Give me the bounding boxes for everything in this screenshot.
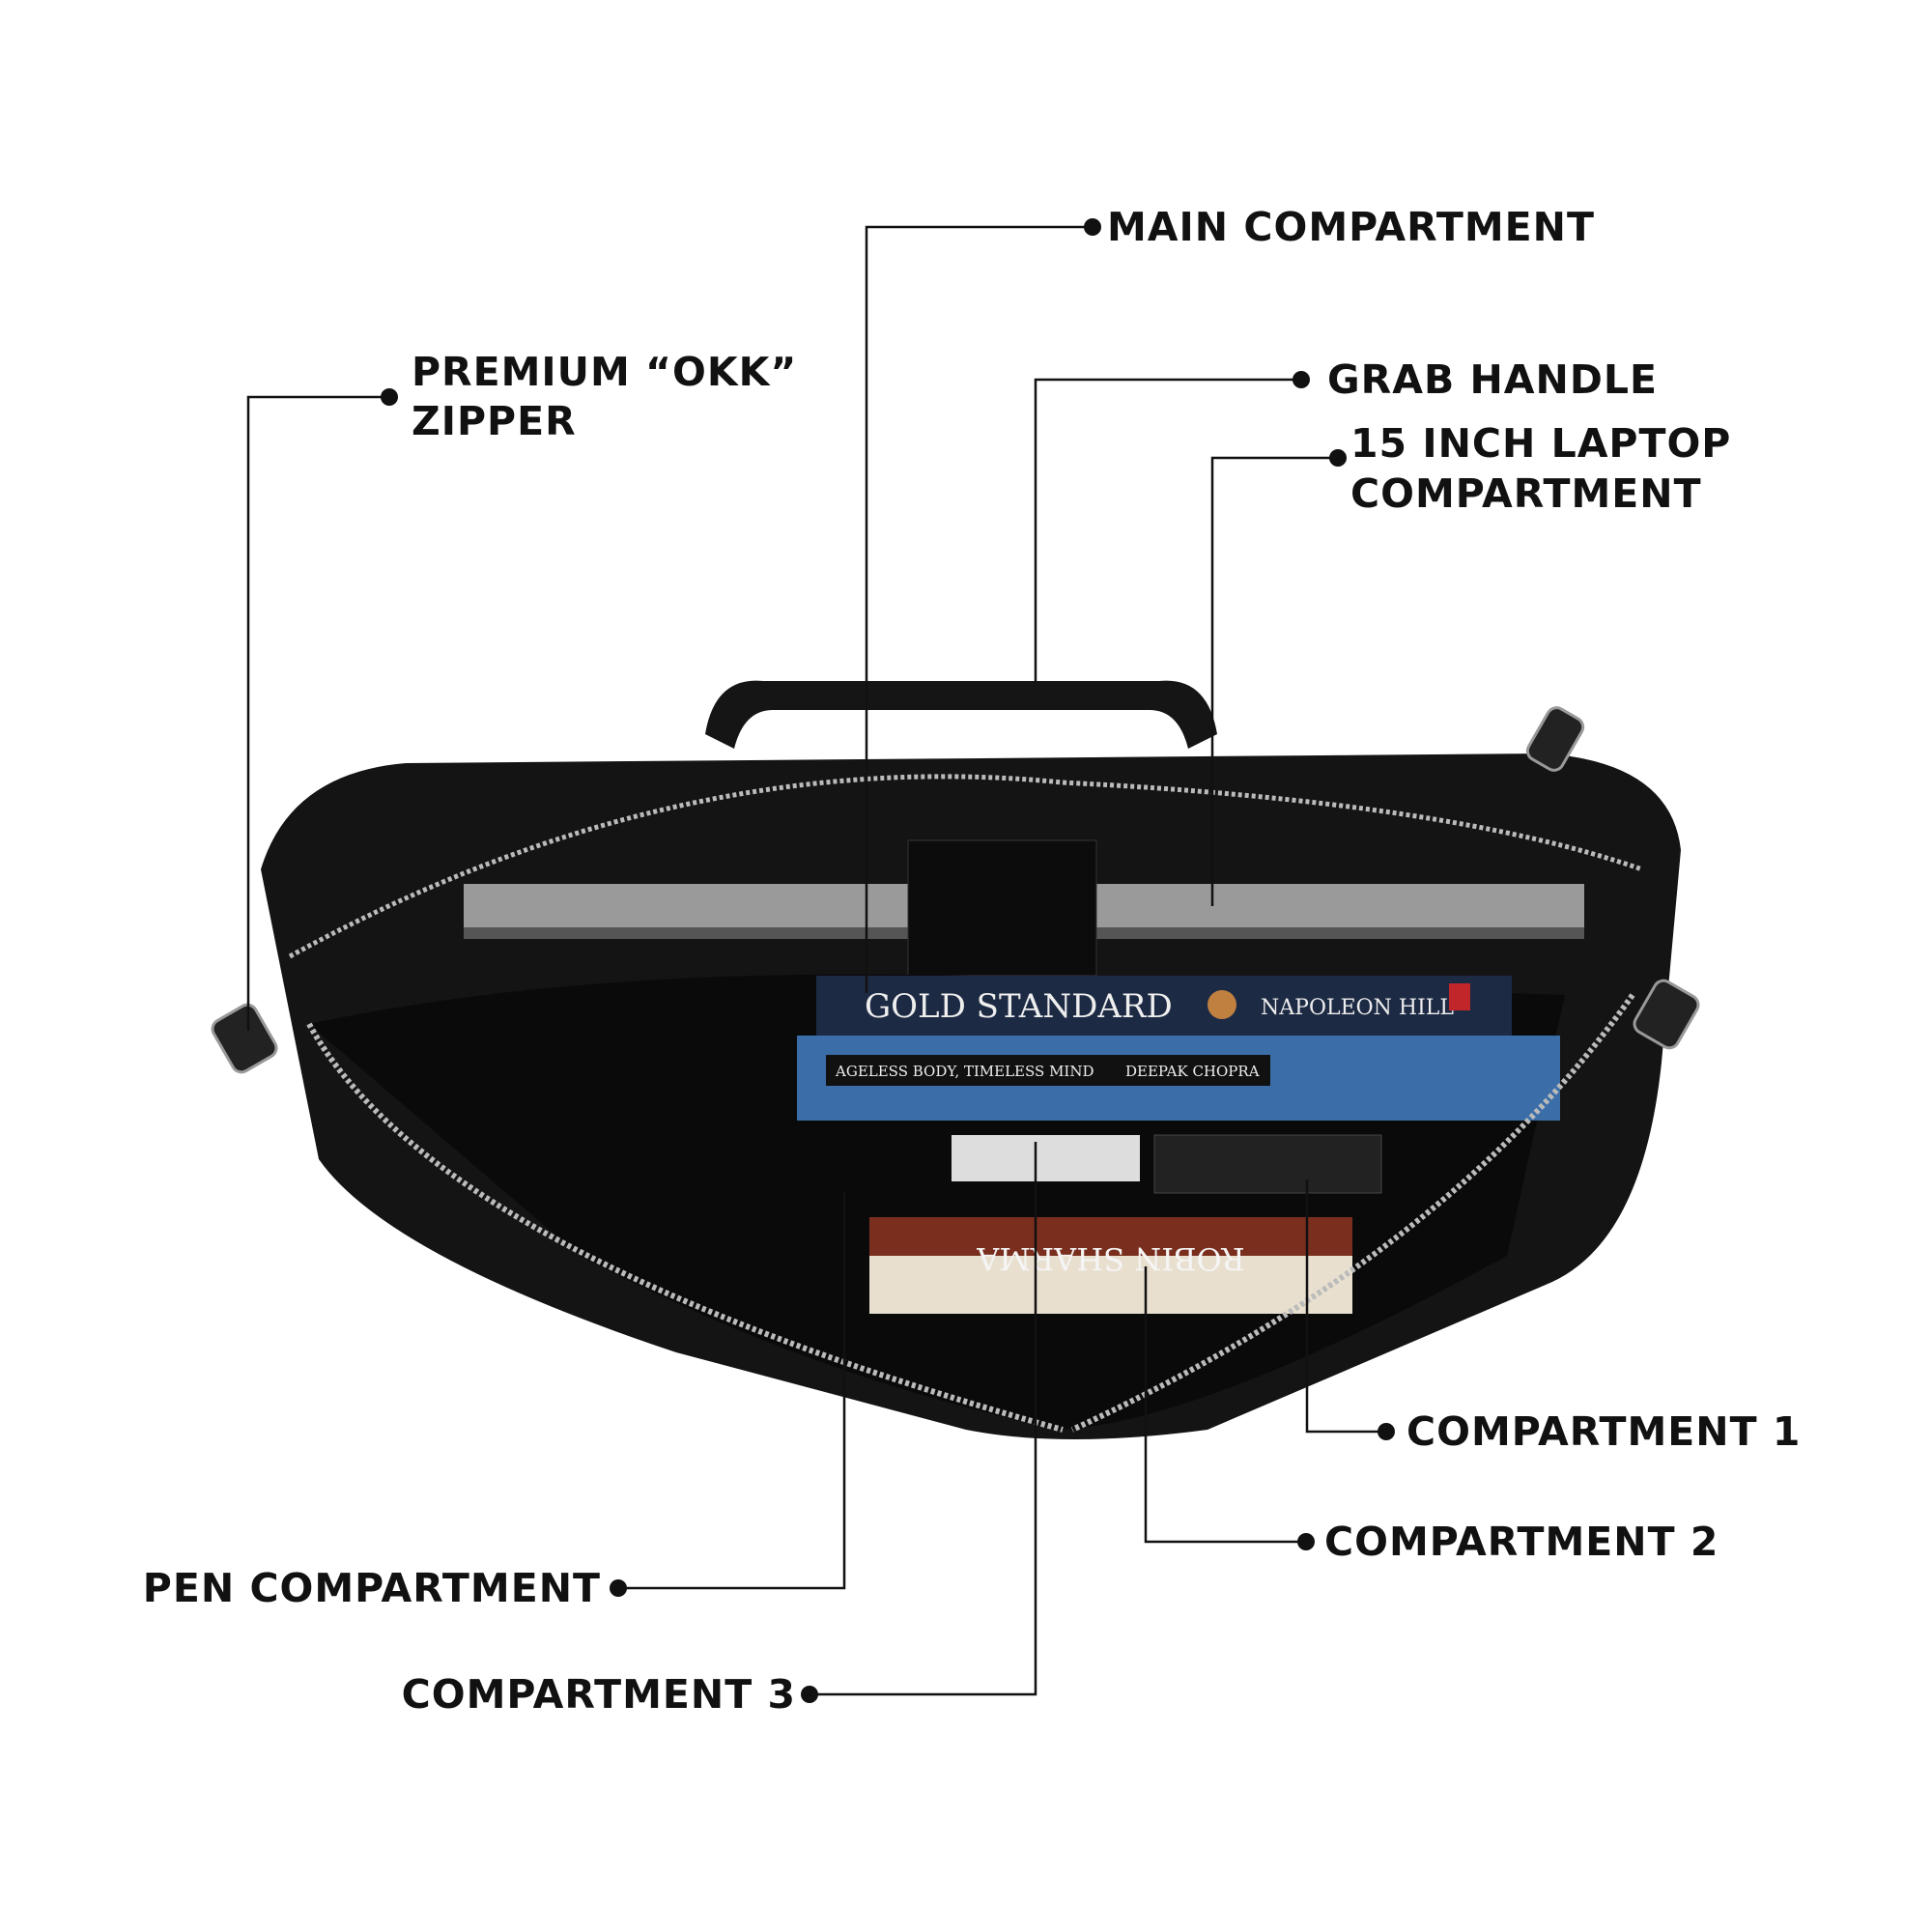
label-premium-zipper-line2: ZIPPER	[412, 398, 577, 444]
zipper-pull-right	[1633, 979, 1700, 1050]
label-compartment-3: COMPARTMENT 3	[401, 1671, 796, 1718]
svg-text:GOLD STANDARD: GOLD STANDARD	[865, 987, 1173, 1026]
label-main-compartment: MAIN COMPARTMENT	[1107, 204, 1595, 250]
label-laptop-line1: 15 INCH LAPTOP	[1350, 420, 1732, 467]
callout-dots	[381, 218, 1395, 1703]
label-pen-compartment: PEN COMPARTMENT	[142, 1565, 601, 1611]
svg-text:NAPOLEON HILL: NAPOLEON HILL	[1261, 996, 1454, 1020]
zipper-pull-left	[211, 1003, 278, 1074]
label-premium-zipper-line1: PREMIUM “OKK”	[412, 349, 798, 395]
svg-text:ROBIN SHARMA: ROBIN SHARMA	[976, 1240, 1244, 1277]
book-gold-standard	[816, 976, 1512, 1036]
svg-text:DEEPAK CHOPRA: DEEPAK CHOPRA	[1125, 1063, 1260, 1080]
label-laptop-line2: COMPARTMENT	[1350, 470, 1702, 517]
callout-lines	[246, 225, 1386, 1696]
label-compartment-2: COMPARTMENT 2	[1324, 1519, 1719, 1565]
label-grab-handle: GRAB HANDLE	[1327, 356, 1659, 403]
grab-handle	[705, 680, 1217, 749]
label-compartment-1: COMPARTMENT 1	[1406, 1408, 1802, 1455]
svg-text:AGELESS BODY, TIMELESS MIND: AGELESS BODY, TIMELESS MIND	[835, 1063, 1094, 1080]
laptop-strap	[907, 839, 1097, 977]
